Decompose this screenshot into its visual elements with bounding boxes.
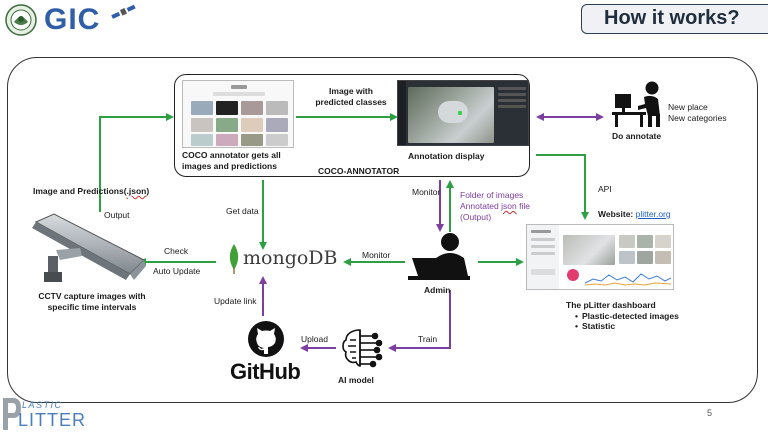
github-logo-text: GitHub: [230, 359, 301, 384]
coco-annotator-screenshot: [182, 80, 294, 148]
plastic-litter-logo: LASTIC LITTER: [0, 396, 110, 432]
mongodb-leaf-icon: [227, 244, 241, 274]
diagram-frame: [7, 57, 758, 403]
logo-line-1: LASTIC: [22, 400, 63, 410]
ai-model-label: AI model: [338, 375, 374, 385]
coco-group-label: COCO-ANNOTATOR: [318, 166, 400, 176]
github-octocat-icon: [246, 320, 286, 358]
update-link-label: Update link: [214, 296, 257, 306]
satellite-icon: [110, 4, 136, 20]
dashboard-feature-list: Plastic-detected images Statistic: [574, 311, 684, 331]
plitter-dashboard-screenshot: [526, 224, 674, 290]
get-data-label: Get data: [226, 206, 259, 216]
page-number: 5: [707, 408, 713, 418]
website-label: Website: plitter.org: [598, 209, 671, 219]
dashboard-feature-item: Statistic: [582, 321, 684, 331]
output-label: Output: [104, 210, 130, 220]
output-folder-label: (Output): [460, 212, 492, 222]
annotated-json-label: Annotated json file: [460, 201, 530, 211]
ai-brain-circuit-icon: [338, 326, 384, 372]
annotation-display-label: Annotation display: [408, 151, 485, 161]
page-title: How it works?: [581, 4, 768, 34]
arrow-cctv-to-coco: [99, 113, 174, 212]
logo-line-2: LITTER: [18, 410, 87, 430]
new-categories-label: New categories: [668, 113, 727, 123]
arrow-admin-to-ai: [388, 290, 451, 352]
dashboard-feature-item: Plastic-detected images: [582, 311, 684, 321]
person-at-computer-icon: [612, 80, 668, 128]
mongodb-logo-text: mongoDB: [243, 247, 338, 269]
admin-label: Admin: [424, 285, 451, 295]
gic-emblem-icon: [5, 4, 37, 36]
dashboard-title: The pLitter dashboard: [566, 300, 656, 310]
image-with-predicted-label: Image with predicted classes: [315, 86, 387, 107]
api-label: API: [598, 184, 612, 194]
arrow-display-to-dashboard: [536, 154, 589, 220]
monitor-mongo-label: Monitor: [362, 250, 391, 260]
annotation-display-screenshot: [397, 80, 529, 146]
coco-annotator-group: [174, 74, 530, 177]
new-place-label: New place: [668, 102, 708, 112]
monitor-admin-label: Monitor: [412, 187, 441, 197]
auto-update-label: Auto Update: [153, 266, 201, 276]
folder-of-images-label: Folder of images: [460, 190, 524, 200]
do-annotate-label: Do annotate: [612, 131, 662, 141]
train-label: Train: [418, 334, 438, 344]
upload-label: Upload: [301, 334, 328, 344]
check-label: Check: [164, 246, 189, 256]
website-link[interactable]: plitter.org: [635, 209, 671, 219]
image-predictions-label: Image and Predictions(.json): [33, 186, 150, 196]
admin-laptop-icon: [408, 232, 472, 282]
gic-logo-text: GIC: [44, 3, 101, 36]
coco-annotator-label: COCO annotator gets all images and predi…: [182, 150, 281, 171]
cctv-camera-icon: [30, 212, 148, 288]
cctv-label: CCTV capture images with specific time i…: [38, 291, 146, 312]
